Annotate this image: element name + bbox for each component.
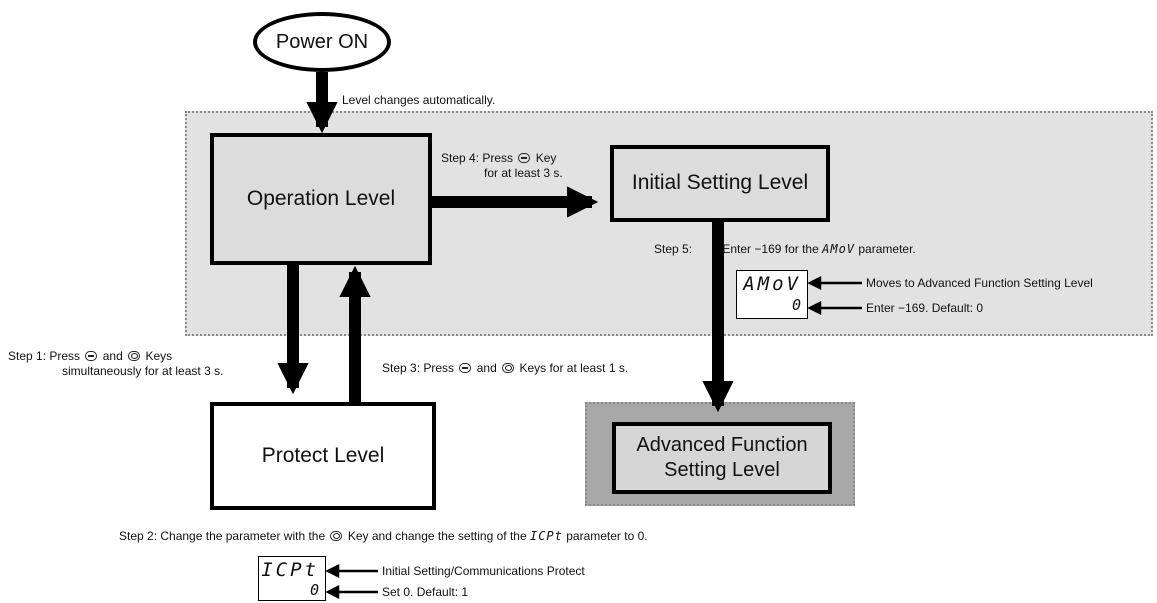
down-key-icon [502, 363, 515, 373]
initial-setting-level-node: Initial Setting Level [610, 145, 830, 222]
operation-level-node: Operation Level [210, 133, 432, 265]
amov-display-line1: AMoV [743, 273, 801, 295]
amov-display-line2: 0 [791, 296, 801, 314]
amov-param-glyph: AMoV [822, 242, 856, 256]
power-on-label: Power ON [275, 30, 369, 53]
operation-level-label: Operation Level [246, 186, 396, 210]
advanced-function-level-node: Advanced Function Setting Level [612, 422, 832, 494]
icpt-display-line1: ICPt [261, 559, 319, 581]
amov-display: AMoV 0 [736, 270, 808, 319]
icpt-param-glyph: ICPt [529, 529, 563, 543]
step2-note: Step 2: Change the parameter with the Ke… [119, 529, 648, 543]
icpt-callout-1: Initial Setting/Communications Protect [382, 564, 585, 578]
mode-key-icon [518, 153, 531, 163]
protect-level-label: Protect Level [261, 443, 385, 467]
advanced-function-label-1: Advanced Function [636, 434, 808, 456]
advanced-function-label-2: Setting Level [664, 459, 780, 481]
step1-note: Step 1: Press and Keys simultaneously fo… [8, 349, 224, 378]
down-key-icon [128, 351, 141, 361]
icpt-display: ICPt 0 [258, 556, 326, 601]
icpt-display-line2: 0 [309, 581, 319, 599]
down-key-icon [330, 531, 343, 541]
amov-callout-1: Moves to Advanced Function Setting Level [866, 276, 1093, 290]
auto-change-note: Level changes automatically. [342, 93, 496, 107]
step3-note: Step 3: Press and Keys for at least 1 s. [382, 361, 629, 375]
mode-key-icon [459, 363, 472, 373]
icpt-callout-2: Set 0. Default: 1 [382, 585, 469, 599]
protect-level-node: Protect Level [210, 402, 436, 510]
mode-key-icon [85, 351, 98, 361]
power-on-node: Power ON [253, 12, 391, 72]
step5-note: Step 5: Enter −169 for the AMoV paramete… [654, 242, 916, 256]
initial-setting-level-label: Initial Setting Level [631, 171, 809, 195]
step4-note: Step 4: Press Key for at least 3 s. [441, 151, 563, 180]
amov-callout-2: Enter −169. Default: 0 [866, 301, 984, 315]
